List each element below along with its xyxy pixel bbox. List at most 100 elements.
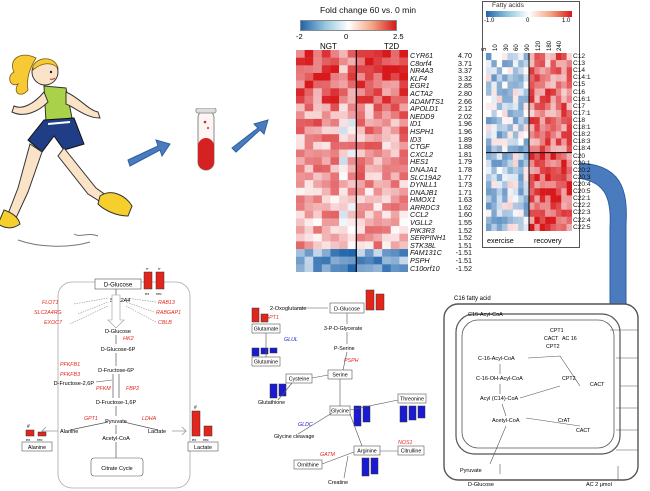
runner-illustration xyxy=(0,54,133,247)
node-oxoglutarate: 2-Oxoglutarate xyxy=(270,306,306,312)
enzyme-pfkfb3: PFKFB3 xyxy=(60,372,80,378)
svg-text:Acyl (C14)-CoA: Acyl (C14)-CoA xyxy=(480,396,519,402)
fold-change-value: -1.51 xyxy=(455,256,472,266)
fatty-acid-time-label: 240 xyxy=(557,40,564,51)
mito-title: C16 fatty acid xyxy=(454,296,491,302)
fatty-acid-species-label: C18:3 xyxy=(573,138,591,146)
node-glucose: D-Glucose xyxy=(104,283,133,289)
enzyme-gpt1-aa: GPT1 xyxy=(265,315,279,321)
svg-text:C16-Acyl-CoA: C16-Acyl-CoA xyxy=(468,312,503,318)
fatty-acid-time-label: 10 xyxy=(492,44,499,51)
node-g6p: D-Glucose-6P xyxy=(101,347,136,353)
enzyme-ldha: LDHA xyxy=(142,416,157,422)
group-label-ngt: NGT xyxy=(320,42,337,51)
gene-label: DNAJA1 xyxy=(410,164,438,174)
gene-label: ID1 xyxy=(410,119,422,129)
gene-label: ID3 xyxy=(410,134,422,144)
node-acetylcoa: Acetyl-CoA xyxy=(102,436,130,442)
svg-text:D-Glucose: D-Glucose xyxy=(105,329,131,335)
node-lactate: Lactate xyxy=(194,445,212,451)
group-label-t2d: T2D xyxy=(384,42,400,51)
enzyme-gatm: GATM xyxy=(320,452,335,458)
gene-label: HMOX1 xyxy=(410,195,436,205)
fatty-acid-species-label: C22:5 xyxy=(573,223,591,231)
svg-text:rec: rec xyxy=(203,437,209,442)
node-cysteine: Cysteine xyxy=(289,377,310,383)
mitochondria-diagram: C16 fatty acid C16-Acyl-CoA CPT1 CACT AC… xyxy=(443,296,639,488)
bars-arginine xyxy=(361,457,379,477)
node-glucose: D-Glucose xyxy=(334,307,360,313)
node-glycine-cleavage: Glycine cleavage xyxy=(274,434,314,440)
enzyme-exoc7: EXOC7 xyxy=(44,320,63,326)
node-glutamate: Glutamate xyxy=(254,327,278,333)
fatty-acid-species-label: C17 xyxy=(573,102,586,110)
node-arginine: Arginine xyxy=(357,449,376,455)
bars-aa-glucose xyxy=(365,289,385,311)
gene-label: CTGF xyxy=(410,142,430,152)
enzyme-hk2: HK2 xyxy=(123,336,134,342)
fold-change-value: 3.37 xyxy=(458,66,472,76)
fatty-acid-species-label: C20 xyxy=(573,152,586,160)
enzyme-psph: PSPH xyxy=(344,358,359,364)
gene-label: VGLL2 xyxy=(410,218,433,228)
fatty-acid-species-label: C22:2 xyxy=(573,202,591,210)
fold-change-value: 1.88 xyxy=(458,142,472,152)
fatty-acid-scale-label: 0 xyxy=(526,18,530,24)
bars-lactate: # ex rec xyxy=(191,405,213,442)
node-pyruvate: Pyruvate xyxy=(105,419,127,425)
fatty-acid-species-label: C15 xyxy=(573,81,586,89)
fold-change-value: -1.51 xyxy=(455,248,472,258)
fold-change-value: 1.96 xyxy=(458,126,472,136)
svg-text:CPT2: CPT2 xyxy=(546,344,560,350)
node-f16p: D-Fructose-1,6P xyxy=(96,400,137,406)
bars-glutamine xyxy=(251,347,278,357)
enzyme-rab13: RAB13 xyxy=(158,300,175,306)
fatty-acid-species-label: C22:1 xyxy=(573,195,591,203)
svg-text:#: # xyxy=(194,405,197,411)
fold-change-value: 1.55 xyxy=(458,218,472,228)
colorbar xyxy=(300,20,397,31)
gene-label: CYR61 xyxy=(410,51,434,60)
colorbar-min-label: -2 xyxy=(296,32,303,41)
node-pserine: P-Serine xyxy=(334,346,355,352)
enzyme-gldc: GLDC xyxy=(298,422,313,428)
svg-text:#: # xyxy=(27,424,30,430)
fold-change-value: 1.96 xyxy=(458,119,472,129)
svg-text:Acetyl-CoA: Acetyl-CoA xyxy=(492,418,520,424)
fold-change-value: 3.71 xyxy=(458,58,472,68)
enzyme-flot1: FLOT1 xyxy=(42,300,59,306)
bars-threonine xyxy=(399,405,426,423)
gene-label: SERPINH1 xyxy=(410,233,446,243)
fatty-acid-scale-label: 1.0 xyxy=(562,18,571,24)
node-glutamine: Glutamine xyxy=(254,360,278,366)
fatty-acid-species-label: C17:1 xyxy=(573,109,591,117)
phase-label-exercise: exercise xyxy=(487,236,514,245)
fold-change-value: 1.52 xyxy=(458,225,472,235)
gene-label: ADAMTS1 xyxy=(410,96,444,106)
fold-change-value: 2.12 xyxy=(458,104,472,114)
node-pglycerate: 3-P-D-Glycerate xyxy=(324,326,362,332)
gene-label: C10orf10 xyxy=(410,263,440,273)
node-creatine: Creatine xyxy=(328,480,348,486)
fold-change-value: 1.79 xyxy=(458,157,472,167)
gene-label: C8orf4 xyxy=(410,58,432,68)
fatty-acid-species-label: C18 xyxy=(573,116,586,124)
fatty-acid-species-label: C18:1 xyxy=(573,124,591,132)
fatty-acid-species-label: C20:2 xyxy=(573,166,591,174)
enzyme-cblb: CBLB xyxy=(158,320,172,326)
gene-label: ARRDC3 xyxy=(410,202,440,212)
fatty-acid-species-label: C20:1 xyxy=(573,159,591,167)
fatty-acid-species-label: C16:1 xyxy=(573,95,591,103)
svg-text:CrAT: CrAT xyxy=(558,418,571,424)
enzyme-pfkm: PFKM xyxy=(96,386,111,392)
svg-text:ex: ex xyxy=(192,437,196,442)
svg-text:ex: ex xyxy=(145,291,149,296)
gene-label: EGR1 xyxy=(410,81,430,91)
fatty-acid-species-label: C22:3 xyxy=(573,209,591,217)
fatty-acid-species-label: C22:4 xyxy=(573,216,591,224)
node-ornithine: Ornithine xyxy=(297,463,319,469)
